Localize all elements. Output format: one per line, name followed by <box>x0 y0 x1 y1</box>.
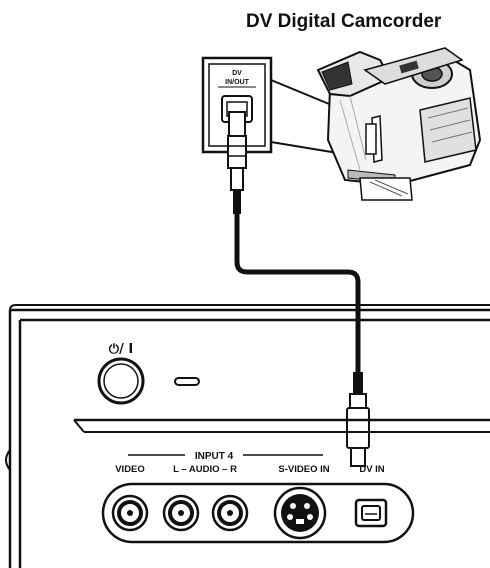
camcorder-illustration <box>316 47 482 201</box>
video-jack[interactable] <box>111 494 149 532</box>
dv-in-port[interactable] <box>354 498 388 528</box>
input-group-label: INPUT 4 <box>195 451 234 462</box>
svideo-jack-label: S-VIDEO IN <box>278 464 329 475</box>
recorder-front-panel: ⏻/ I INPUT 4 VIDEO L – AUDIO – R S-VIDEO… <box>5 304 490 568</box>
audio-jack-label: L – AUDIO – R <box>173 464 237 475</box>
camcorder-jack-inset: DV IN/OUT <box>201 56 273 154</box>
jack-label-line1: DV <box>232 70 242 77</box>
svideo-jack[interactable] <box>273 486 327 540</box>
audio-left-jack[interactable] <box>162 494 200 532</box>
jack-label-line2: IN/OUT <box>225 79 249 86</box>
diagram-title: DV Digital Camcorder <box>246 11 442 32</box>
power-label: ⏻/ I <box>109 342 133 357</box>
standby-indicator <box>174 377 200 386</box>
audio-right-jack[interactable] <box>211 494 249 532</box>
video-jack-label: VIDEO <box>115 464 145 475</box>
dvin-jack-label: DV IN <box>359 464 384 475</box>
dv-cable <box>227 135 370 467</box>
